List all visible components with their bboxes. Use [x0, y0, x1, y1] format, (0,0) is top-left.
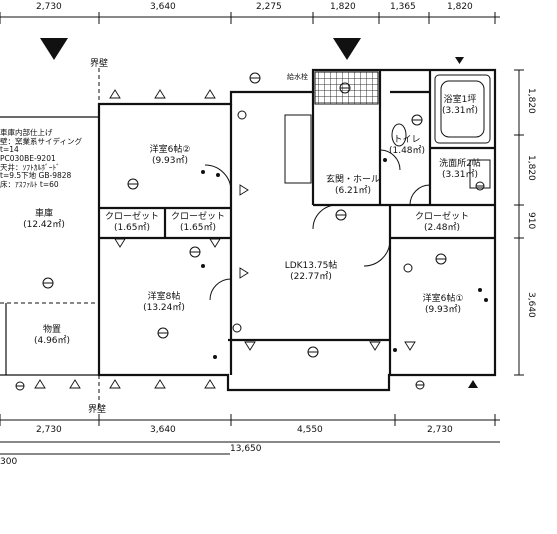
kitchen-counter — [284, 114, 312, 184]
room-area: (12.42㎡) — [23, 220, 65, 230]
room-name: 洋室6帖② — [149, 145, 191, 155]
room-entrance: 玄関・ホール (6.21㎡) — [326, 176, 380, 196]
spec-line: t=9.5下地 GB-9828 — [0, 171, 72, 181]
room-name: 洋室6帖① — [422, 294, 464, 304]
room-closet-b: クローゼット (1.65㎡) — [171, 213, 225, 233]
room-area: (9.93㎡) — [424, 305, 462, 315]
room-area: (22.77㎡) — [290, 272, 332, 282]
boundary-label-top: 界壁 — [90, 59, 109, 69]
switch-symbols — [201, 158, 488, 359]
room-western-1: 洋室6帖① (9.93㎡) — [423, 295, 464, 315]
room-name: 洗面所2帖 — [439, 159, 481, 169]
room-ldk: LDK13.75帖 (22.77㎡) — [285, 262, 338, 282]
room-area: (1.48㎡) — [388, 146, 426, 156]
dim-top-6: 1,820 — [447, 2, 473, 12]
dim-top-2: 3,640 — [150, 2, 176, 12]
small-arrow-bottom-right — [468, 380, 478, 388]
dim-top-3: 2,275 — [256, 2, 282, 12]
entrance-arrow-right — [333, 38, 361, 60]
top-dimension-line — [0, 12, 500, 24]
garage-spec-notes: 車庫内部仕上げ 壁：窯業系サイディング t=14 PC030BE-9201 天井… — [0, 128, 82, 189]
bottom-dimension-line — [0, 414, 500, 455]
spec-line: t=14 — [0, 145, 19, 155]
room-toilet: トイレ (1.48㎡) — [389, 136, 425, 156]
entrance-arrow-left — [40, 38, 68, 60]
right-dimension-line — [514, 69, 524, 376]
spec-line: 床：ｱｽﾌｧﾙﾄ t=60 — [0, 179, 59, 189]
dim-right-2: 1,820 — [526, 155, 536, 181]
spec-line: 車庫内部仕上げ — [0, 128, 53, 137]
room-name: 浴室1坪 — [443, 95, 477, 105]
walls — [97, 68, 497, 392]
room-name: 物置 — [42, 325, 61, 335]
room-closet-a: クローゼット (1.65㎡) — [105, 213, 159, 233]
bathtub — [434, 74, 491, 144]
outlet-symbols — [34, 89, 416, 389]
room-closet-c: クローゼット (2.48㎡) — [415, 213, 469, 233]
garage-walls — [0, 116, 99, 376]
dim-bottom-3: 4,550 — [297, 425, 323, 435]
room-western-2: 洋室6帖② (9.93㎡) — [150, 146, 191, 166]
room-area: (1.65㎡) — [113, 223, 151, 233]
room-name: クローゼット — [170, 212, 226, 222]
spec-line: 壁：窯業系サイディング — [0, 136, 82, 146]
dim-left-cut: 300 — [0, 457, 18, 467]
room-area: (13.24㎡) — [143, 303, 185, 313]
dim-top-4: 1,820 — [330, 2, 356, 12]
dim-bottom-4: 2,730 — [427, 425, 453, 435]
room-name: 玄関・ホール — [325, 175, 381, 185]
room-area: (3.31㎡) — [441, 106, 479, 116]
dim-right-1: 1,820 — [526, 88, 536, 114]
small-arrow-top-right — [455, 57, 464, 64]
room-name: 車庫 — [34, 209, 54, 219]
room-name: トイレ — [393, 135, 421, 145]
room-bath: 浴室1坪 (3.31㎡) — [442, 96, 478, 116]
light-fixtures — [15, 72, 485, 391]
room-washroom: 洗面所2帖 (3.31㎡) — [439, 160, 481, 180]
door-swings — [204, 149, 431, 301]
dim-right-3: 910 — [526, 212, 536, 230]
room-name: 洋室8帖 — [147, 292, 181, 302]
room-area: (2.48㎡) — [423, 223, 461, 233]
room-area: (9.93㎡) — [151, 156, 189, 166]
boundary-lines — [0, 68, 100, 410]
dim-bottom-1: 2,730 — [36, 425, 62, 435]
room-name: LDK13.75帖 — [284, 261, 338, 271]
dim-top-1: 2,730 — [36, 2, 62, 12]
dim-total: 13,650 — [230, 444, 262, 454]
dim-top-5: 1,365 — [390, 2, 416, 12]
dim-right-4: 3,640 — [526, 292, 536, 318]
room-name: クローゼット — [104, 212, 160, 222]
boundary-label-bottom: 界壁 — [88, 405, 107, 415]
hot-water-label: 給水栓 — [287, 73, 308, 81]
dim-bottom-2: 3,640 — [150, 425, 176, 435]
room-garage: 車庫 (12.42㎡) — [23, 210, 65, 230]
room-name: クローゼット — [414, 212, 470, 222]
room-area: (1.65㎡) — [179, 223, 217, 233]
room-area: (4.96㎡) — [33, 336, 71, 346]
toilet-fixture — [391, 123, 407, 147]
room-western-8: 洋室8帖 (13.24㎡) — [143, 293, 185, 313]
washbasin — [469, 159, 491, 189]
spec-line: PC030BE-9201 — [0, 153, 56, 163]
spec-line: 天井：ｿﾌﾄｶﾙﾎﾞｰﾄﾞ — [0, 162, 60, 172]
room-area: (6.21㎡) — [334, 186, 372, 196]
room-storage: 物置 (4.96㎡) — [34, 326, 70, 346]
room-area: (3.31㎡) — [441, 170, 479, 180]
